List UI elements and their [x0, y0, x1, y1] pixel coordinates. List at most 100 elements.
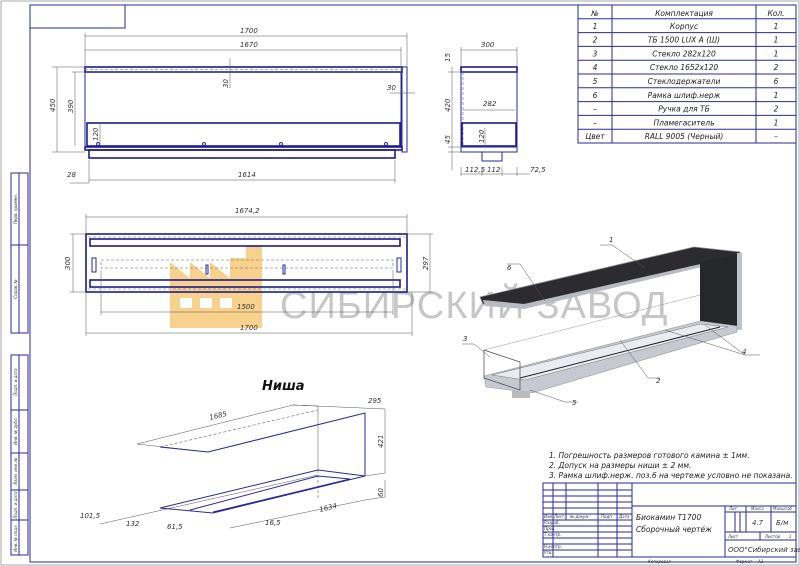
parts-table: № Комплектация Кол. 1 Корпус 1 2 ТБ 1500 LUX…: [577, 4, 797, 144]
drawing-frame: [29, 4, 797, 563]
dimension-label: 4: [742, 348, 746, 356]
table-cell: 3: [593, 49, 598, 58]
dimension-label: Н.контр.: [544, 544, 562, 549]
dimension-label: 2. Допуск на размеры ниши ± 2 мм.: [549, 461, 691, 470]
table-cell: Стекло 282x120: [652, 49, 716, 58]
top-view: 1674,2 300 297 1500 1700: [64, 207, 433, 336]
dimension-label: 1614: [238, 171, 256, 179]
table-cell: Рамка шлиф.нерж: [648, 91, 721, 100]
table-cell: Корпус: [670, 22, 699, 31]
dimension-label: 45: [444, 135, 452, 144]
drawing-subtitle: Сборочный чертёж: [636, 525, 712, 534]
margin-strip: Перв. примен. Справ. № Подп. и дата Инв.…: [10, 172, 29, 556]
table-cell: 1: [774, 49, 779, 58]
dimension-label: Копировал: [648, 559, 671, 564]
dimension-label: №: [590, 9, 599, 18]
dimension-label: 1: [609, 236, 613, 244]
dimension-label: Лист: [553, 514, 565, 519]
dimension-label: 4.7: [752, 519, 764, 527]
table-cell: 2: [593, 36, 598, 45]
dimension-label: 300: [481, 41, 495, 49]
dimension-label: 112,5: [465, 166, 486, 174]
table-cell: 1: [593, 22, 598, 31]
dimension-label: 60: [377, 488, 385, 497]
dimension-label: 28: [67, 171, 76, 179]
table-cell: 6: [593, 91, 598, 100]
dimension-label: 1670: [240, 41, 258, 49]
dimension-label: 450: [49, 98, 57, 112]
dimension-label: 120: [478, 129, 486, 143]
product-render: 1 2 3 4 5 6: [462, 236, 760, 407]
dimension-label: 120: [92, 127, 100, 141]
table-cell: 1: [774, 118, 779, 127]
dimension-label: № докум.: [569, 514, 590, 519]
dimension-label: 5: [572, 399, 577, 407]
dimension-label: 72,5: [530, 166, 546, 174]
dimension-label: 132: [126, 520, 140, 528]
dimension-label: 295: [368, 397, 382, 405]
dimension-label: 30: [387, 84, 396, 92]
dimension-label: 297: [422, 256, 430, 270]
dimension-label: Подп.: [601, 514, 613, 519]
table-cell: 1: [774, 36, 779, 45]
dimension-label: 1700: [240, 324, 258, 332]
dimension-label: Пров.: [544, 526, 556, 531]
dimension-label: Изм.: [544, 514, 553, 519]
table-cell: Стекло 1652x120: [650, 63, 719, 72]
dimension-label: 15: [444, 53, 452, 62]
margin-label: Перв. примен.: [13, 194, 18, 224]
table-cell: 2: [774, 105, 779, 114]
dimension-label: Кол.: [767, 9, 784, 18]
dimension-label: 1500: [237, 303, 255, 311]
table-cell: 4: [593, 63, 598, 72]
dimension-label: 3. Рамка шлиф.нерж. поз.6 на чертеже усл…: [549, 471, 793, 480]
dimension-label: 420: [444, 98, 452, 112]
title-block: Изм. Лист № докум. Подп. Дата Разраб. Пр…: [542, 482, 800, 564]
dimension-label: Лист: [727, 534, 739, 539]
table-cell: 1: [774, 22, 779, 31]
dimension-label: 1: [789, 534, 792, 539]
dimension-label: Формат: [736, 559, 753, 564]
front-view: 1700 1670 450 390 30 30 120 28 1614: [49, 27, 415, 184]
dimension-label: 421: [377, 435, 385, 448]
table-cell: Цвет: [585, 132, 605, 141]
table-cell: 5: [593, 77, 598, 86]
dimension-label: Масса: [751, 506, 764, 511]
dimension-label: Дата: [618, 514, 630, 519]
dimension-label: Разраб.: [544, 520, 560, 525]
dimension-label: Комплектация: [655, 9, 713, 18]
margin-label: Взам. инв. №: [13, 457, 18, 484]
table-cell: –: [774, 132, 778, 141]
dimension-label: 3: [463, 335, 467, 343]
table-cell: –: [593, 118, 597, 127]
table-cell: RALL 9005 (Черный): [645, 132, 724, 141]
table-cell: ТБ 1500 LUX A (Ш): [648, 36, 720, 45]
dimension-label: 16,5: [265, 519, 281, 527]
dimension-label: Лит.: [728, 506, 738, 511]
drawing-title: Биокамин Т1700: [636, 513, 701, 522]
dimension-label: Б/м: [776, 519, 789, 527]
dimension-label: 101,5: [80, 512, 101, 520]
dimension-label: 300: [64, 256, 72, 270]
top-left-stamp: [29, 4, 126, 29]
dimension-label: А2: [757, 559, 764, 564]
dimension-label: 6: [507, 264, 512, 272]
table-cell: Ручка для ТБ: [658, 105, 710, 114]
margin-label: Подп. и дата: [13, 491, 18, 519]
niche-title: Ниша: [262, 379, 305, 394]
dimension-label: Листов: [764, 534, 781, 539]
margin-label: Инв. № дубл.: [13, 417, 18, 444]
dimension-label: 1700: [240, 27, 258, 35]
margin-label: Справ. №: [13, 279, 18, 298]
dimension-label: 30: [222, 79, 230, 88]
margin-label: Подп. и дата: [13, 368, 18, 396]
company-name: ООО"Сибирский завод": [728, 546, 800, 554]
margin-label: Инв. № подл.: [13, 524, 18, 552]
table-cell: 6: [774, 77, 779, 86]
table-cell: 2: [774, 63, 779, 72]
table-cell: Стеклодержатели: [648, 77, 721, 86]
dimension-label: 2: [656, 377, 661, 385]
notes: 1. Погрешность размеров готового камина …: [549, 451, 793, 480]
side-view: 300 15 420 45 282 120 112,5 112 72,5: [444, 41, 546, 176]
